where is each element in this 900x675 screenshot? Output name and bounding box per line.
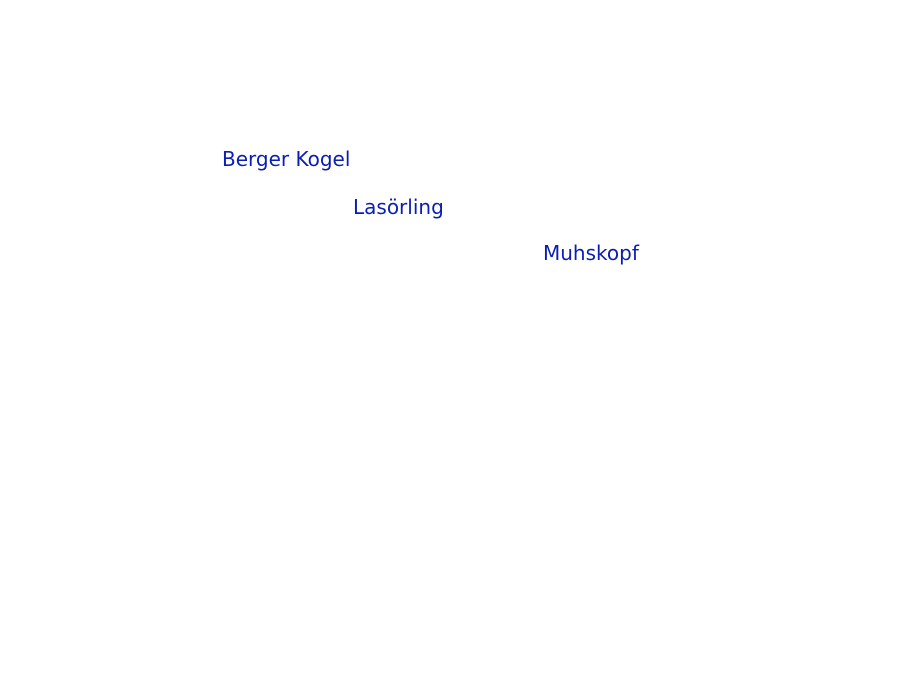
place-label-lasoerling: Lasörling <box>353 195 444 219</box>
place-label-muhskopf: Muhskopf <box>543 241 639 265</box>
place-label-berger-kogel: Berger Kogel <box>222 147 351 171</box>
